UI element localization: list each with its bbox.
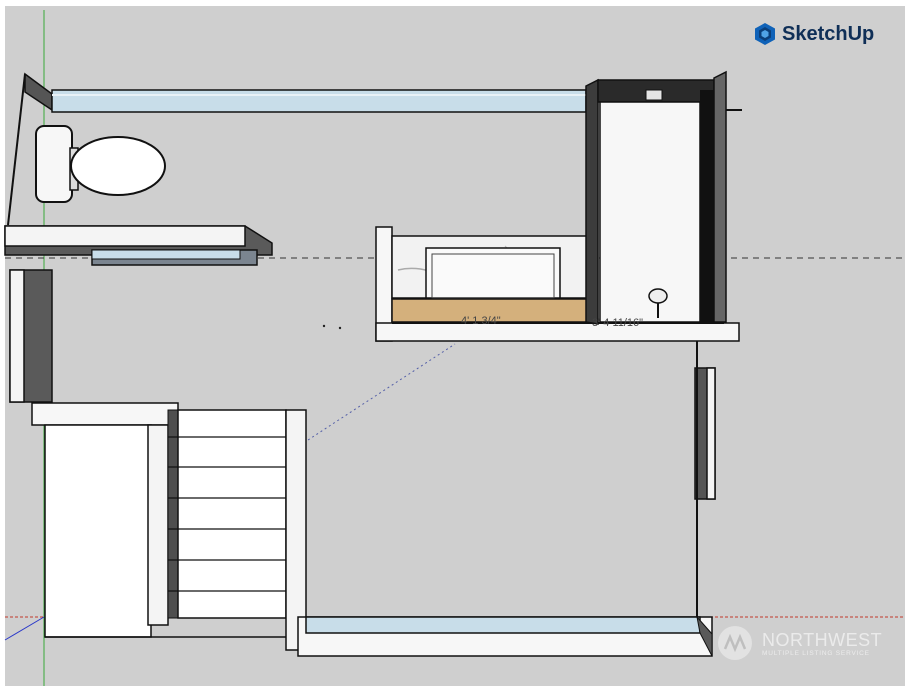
shower-stall [585,70,742,325]
nwmls-watermark: NORTHWEST MULTIPLE LISTING SERVICE [716,624,882,662]
bathtub [375,226,740,342]
blue-axis [4,616,45,641]
staircase [31,402,307,651]
guide-point-line [307,343,456,441]
vanity [4,225,273,266]
watermark-title: NORTHWEST [762,629,883,650]
drain-fixture [648,288,668,304]
sketchup-logo-icon [755,23,775,45]
left-panel [9,269,53,403]
dimension-tub-length: 4' 1 3/4" [461,315,501,327]
nwmls-logo-icon [718,626,752,660]
toilet [35,125,166,203]
glass-shelf-top [51,89,587,113]
right-panel [694,367,716,500]
watermark-subtitle: MULTIPLE LISTING SERVICE [762,649,870,657]
sketchup-brand: SketchUp [754,22,874,46]
dimension-stall-width: 3' 4 11/16" [592,317,644,329]
brand-name: SketchUp [782,22,875,45]
glass-shelf-bottom [297,615,713,657]
